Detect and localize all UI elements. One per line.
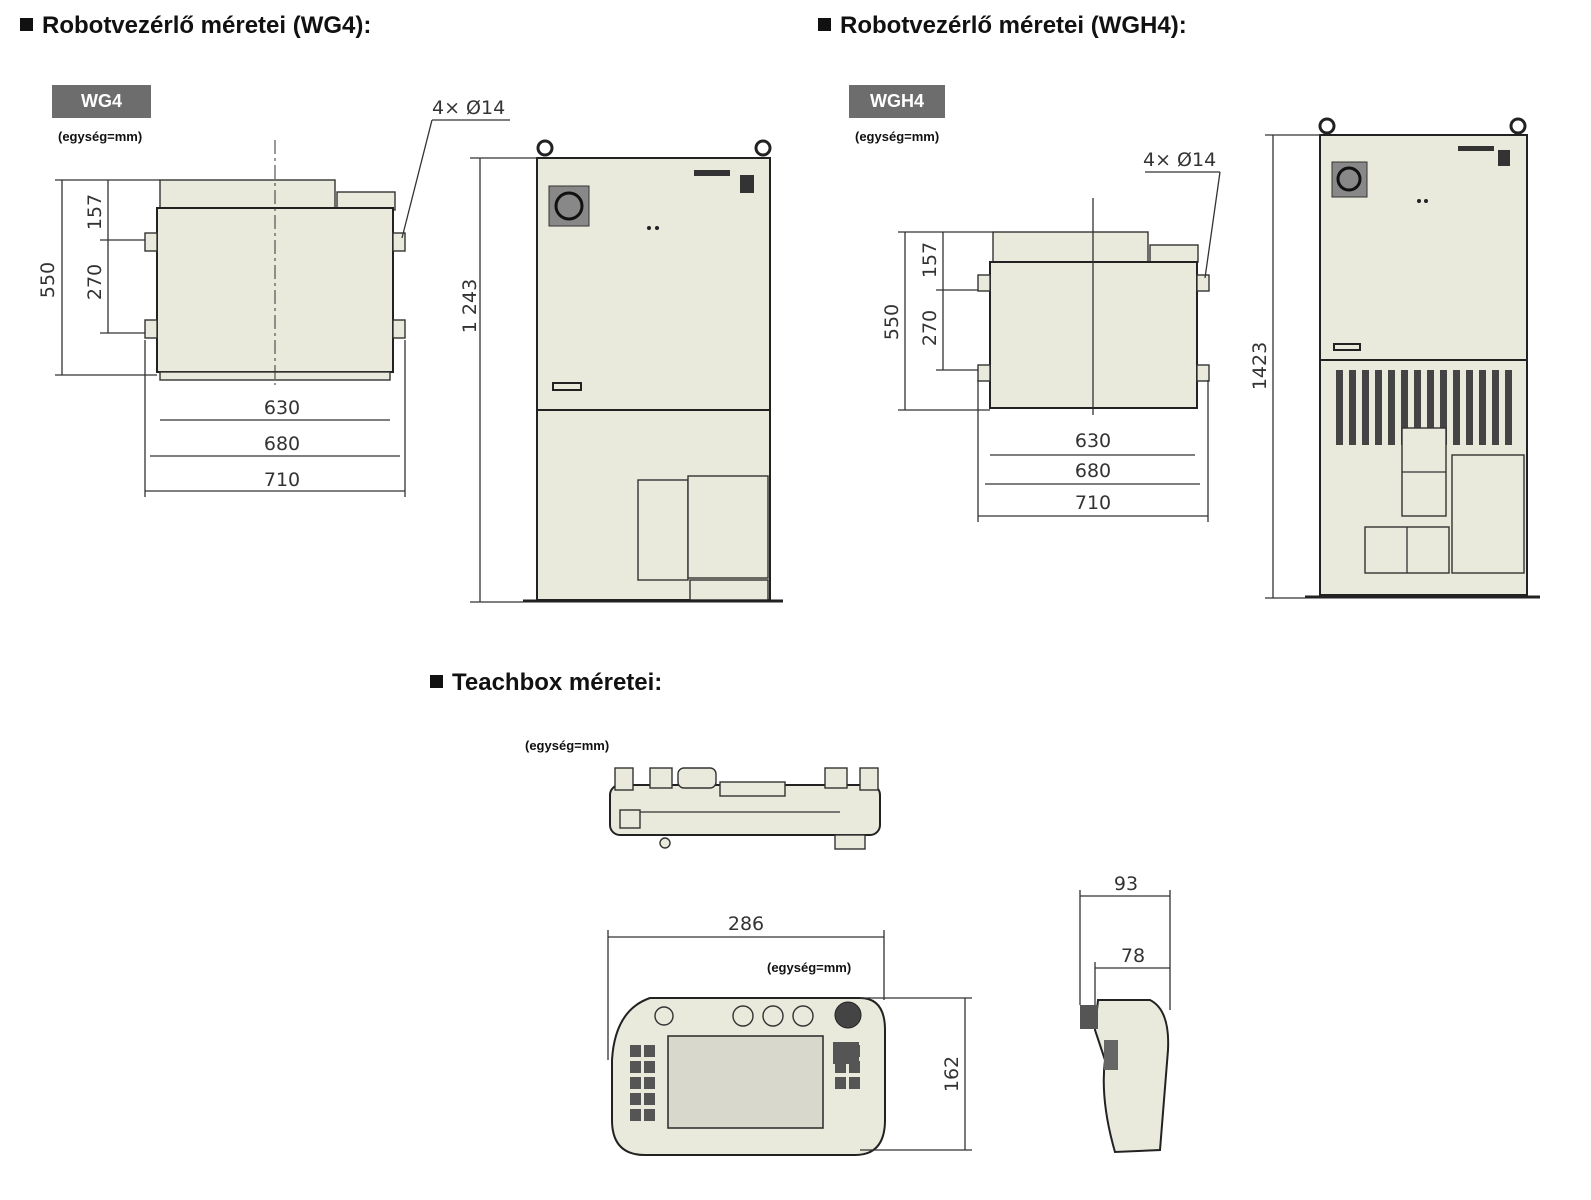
teachbox-front-view: 286 162 — [607, 913, 972, 1156]
teachbox-side-view: 93 78 — [1079, 873, 1171, 1154]
wg4-dim-680: 680 — [264, 433, 300, 455]
wg4-heading-text: Robotvezérlő méretei (WG4): — [42, 12, 372, 39]
keypad-key — [835, 1077, 846, 1089]
vent-slat — [1349, 370, 1356, 445]
wgh4-dim-710: 710 — [1075, 492, 1111, 514]
wg4-unit-note: (egység=mm) — [58, 129, 143, 144]
bullet-square-icon — [818, 18, 831, 31]
wgh4-dim-270: 270 — [919, 310, 941, 346]
vent-slat — [1362, 370, 1369, 445]
vent-slat — [1414, 370, 1421, 445]
wgh4-dim-630: 630 — [1075, 430, 1111, 452]
wgh4-dim-157: 157 — [919, 242, 941, 278]
vent-slat — [1505, 370, 1512, 445]
wgh4-unit-note: (egység=mm) — [855, 129, 940, 144]
vent-slat — [1479, 370, 1486, 445]
keypad-key — [644, 1077, 655, 1089]
keypad-key — [630, 1109, 641, 1121]
teachbox-unit-note-front: (egység=mm) — [767, 960, 852, 975]
keypad-key — [835, 1061, 846, 1073]
vent-slat — [1492, 370, 1499, 445]
wgh4-dim-height: 1423 — [1249, 342, 1271, 390]
wg4-dim-height: 1 243 — [459, 279, 481, 333]
wgh4-badge: WGH4 — [849, 85, 945, 118]
vent-slat — [1466, 370, 1473, 445]
wg4-front-view: 1 243 — [459, 139, 783, 603]
teachbox-dim-width: 286 — [728, 913, 764, 935]
wg4-heading: Robotvezérlő méretei (WG4): — [20, 12, 371, 40]
wg4-holes-label: 4× Ø14 — [432, 97, 505, 119]
wgh4-top-view: 157 270 550 630 680 710 4× Ø14 — [881, 149, 1221, 522]
wg4-dim-550: 550 — [37, 262, 59, 298]
wg4-dim-270: 270 — [84, 264, 106, 300]
vent-slat — [1336, 370, 1343, 445]
teachbox-dim-depth-total: 93 — [1114, 873, 1138, 895]
keypad-key — [630, 1061, 641, 1073]
vent-slat — [1440, 370, 1447, 445]
teachbox-heading-text: Teachbox méretei: — [452, 669, 663, 696]
keypad-key — [849, 1061, 860, 1073]
vent-slat — [1427, 370, 1434, 445]
teachbox-unit-note-top: (egység=mm) — [525, 738, 610, 753]
wgh4-dim-550: 550 — [881, 304, 903, 340]
wgh4-dim-680: 680 — [1075, 460, 1111, 482]
vent-slat — [1401, 370, 1408, 445]
keypad-key — [630, 1093, 641, 1105]
wg4-dim-157: 157 — [84, 194, 106, 230]
keypad-key — [630, 1045, 641, 1057]
wg4-dim-630: 630 — [264, 397, 300, 419]
keypad-key — [644, 1093, 655, 1105]
teachbox-dim-height: 162 — [941, 1056, 963, 1092]
bullet-square-icon — [430, 675, 443, 688]
wg4-top-view: 157 270 550 630 680 710 4× Ø14 — [37, 97, 510, 497]
wgh4-front-view: 1423 — [1249, 117, 1540, 599]
keypad-key — [644, 1061, 655, 1073]
bullet-square-icon — [20, 18, 33, 31]
teachbox-top-view — [609, 767, 881, 850]
wgh4-heading: Robotvezérlő méretei (WGH4): — [818, 12, 1187, 40]
vent-slat — [1388, 370, 1395, 445]
teachbox-dim-depth-body: 78 — [1121, 945, 1145, 967]
vent-slat — [1375, 370, 1382, 445]
keypad-key — [644, 1045, 655, 1057]
wg4-badge: WG4 — [52, 85, 151, 118]
keypad-key — [644, 1109, 655, 1121]
keypad-key — [630, 1077, 641, 1089]
teachbox-heading: Teachbox méretei: — [430, 669, 662, 697]
wgh4-heading-text: Robotvezérlő méretei (WGH4): — [840, 12, 1187, 39]
wgh4-holes-label: 4× Ø14 — [1143, 149, 1216, 171]
wg4-dim-710: 710 — [264, 469, 300, 491]
vent-slat — [1453, 370, 1460, 445]
keypad-key — [849, 1077, 860, 1089]
